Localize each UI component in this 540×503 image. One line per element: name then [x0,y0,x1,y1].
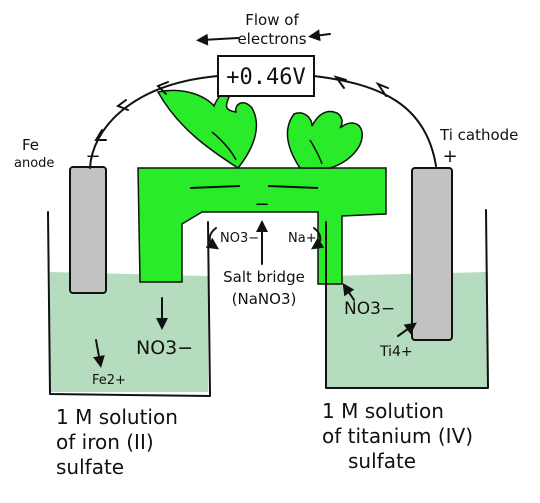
left-beaker-caption: 1 M solution of iron (II) sulfate [56,405,178,479]
voltmeter-reading: +0.46V [226,65,305,90]
salt-bridge-name-line2: (NaNO3) [232,290,297,308]
electron-flow-arrow-left [196,33,239,46]
right-caption-line1: 1 M solution [322,399,444,423]
anode-role: anode [14,156,54,171]
right-leaf-decoration [286,110,363,169]
right-caption-line3: sulfate [348,449,416,473]
ion-left-arrow [205,227,219,250]
right-beaker-caption: 1 M solution of titanium (IV) sulfate [322,399,473,473]
cathode-label: Ti cathode [439,126,518,144]
right-beaker [325,209,489,389]
iron-electrode [69,166,107,294]
left-caption-line3: sulfate [56,455,124,479]
left-beaker-nitrate: NO3− [136,337,193,359]
left-solution [50,272,208,392]
cathode-sign: + [442,146,457,167]
left-iron-arrow [93,339,105,368]
left-beaker-iron-ion: Fe2+ [92,373,126,388]
right-titanium-arrow [397,322,417,337]
anode-sign: − [85,146,100,167]
voltmeter: +0.46V [217,55,315,97]
salt-bridge-name-line1: Salt bridge [223,268,305,286]
salt-bridge-ion-right: Na+ [288,231,317,246]
electron-flow-label: Flow of electrons [196,11,331,48]
electron-flow-line1: Flow of [245,11,299,29]
left-caption-line2: of iron (II) [56,430,154,454]
right-nitrate-arrow [342,283,355,301]
titanium-electrode [411,167,453,341]
right-caption-line2: of titanium (IV) [322,424,473,448]
electron-flow-arrow-right [308,29,331,42]
wire-arrows [94,75,389,141]
left-leaf-decoration [156,88,258,169]
ion-right-arrow [311,227,325,250]
anode-symbol: Fe [22,136,39,154]
circuit-wire-left [89,75,219,169]
salt-bridge-ion-left: NO3− [220,231,259,246]
salt-bridge-center-sign: − [254,194,269,215]
right-beaker-nitrate: NO3− [344,299,395,319]
left-beaker [47,211,211,397]
electron-flow-line2: electrons [237,30,306,48]
right-beaker-titanium-ion: Ti4+ [379,344,413,360]
left-caption-line1: 1 M solution [56,405,178,429]
